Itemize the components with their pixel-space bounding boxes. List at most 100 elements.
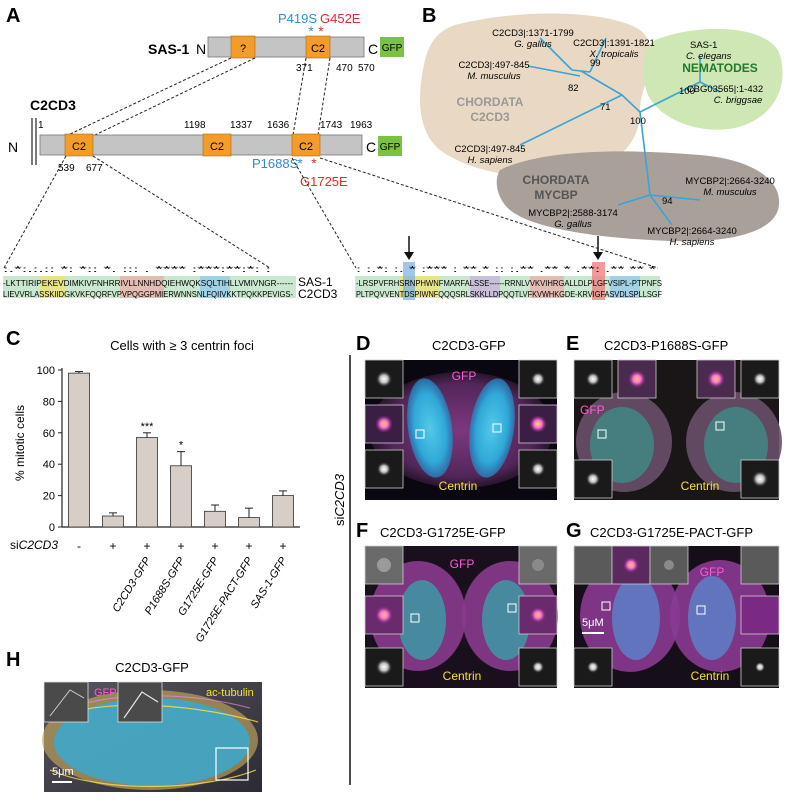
clade-label-c2cd3: C2CD3 [470,110,510,124]
panel-e-title: C2CD3-P1688S-GFP [604,338,728,353]
c2cd3-gfp-tag [378,136,402,156]
sirna-sign: + [177,539,184,553]
panel-label-b: B [422,5,436,27]
alignment-connectors [3,155,659,269]
sirna-sign: + [245,539,252,553]
panel-g-scalebar-label: 5μM [582,617,604,629]
bar [238,517,260,528]
c2cd3-mutation-p1688s: P1688S [252,156,299,171]
clade-nematodes [642,28,783,130]
sirna-side-label: siC2CD3 [332,473,347,526]
c2cd3-pos-1337: 1337 [230,120,253,131]
c2cd3-bar [39,134,363,156]
bar [68,372,90,528]
panel-h-gfp-label: GFP [94,687,117,699]
alignment-label-sas1: SAS-1 [298,275,333,289]
c2cd3-pos-677: 677 [86,163,103,174]
c2cd3-c2-label-3: C2 [299,141,313,153]
sequence-alignment: :.*:.:.:: *: *:: *. ::: . **** :***:**:*… [3,236,662,301]
panel-d-title: C2CD3-GFP [432,338,506,353]
sirna-sign: - [77,539,81,553]
leaf-xt-c2cd3-id: C2CD3|:1391-1821 [573,38,655,49]
panel-label-e: E [566,333,579,355]
c2cd3-star-red: * [311,155,317,171]
clade-label-chordata-2: CHORDATA [523,173,590,187]
alignment-right-sas1: -LRSPVFRHSRNPHWNFMARFALSSE------RRNLVVKV… [356,278,662,288]
panel-h: H C2CD3-GFP GFP ac-tubulin 5μm [6,649,262,792]
y-tick-label: 100 [37,365,55,377]
sirna-sign: + [211,539,218,553]
y-tick-label: 20 [43,491,55,503]
panel-h-title: C2CD3-GFP [115,660,189,675]
sas1-c2-domain [305,35,331,59]
panel-g: G C2CD3-G1725E-PACT-GFP GFP Centrin 5μM [566,520,780,688]
alignment-left-c2cd3: LIEVVRLASSKIIDGKVKFQQRFVPVPQGGPMIERWNNSN… [3,289,293,299]
panel-d: D C2CD3-GFP GFP Centrin [356,333,558,500]
sas1-star-red: * [318,23,324,39]
panel-c: C Cells with ≥ 3 centrin foci % mitotic … [6,328,300,645]
bar [170,465,192,528]
significance-label: *** [141,421,155,433]
panel-e: E C2CD3-P1688S-GFP GFP Centrin [566,333,782,500]
sas1-c2-label: C2 [311,43,325,55]
c2cd3-pos-1963: 1963 [350,120,373,131]
leaf-mm-mycbp-species: M. musculus [703,187,757,198]
alignment-left-conservation: :.*:.:.:: *: *:: *. ::: . **** :***:**:*… [3,264,271,274]
sas1-unknown-label: ? [240,43,246,55]
leaf-hs-mycbp-species: H. sapiens [670,237,715,248]
sirna-sign: + [143,539,150,553]
alignment-color-strips [3,276,660,298]
c2cd3-pos-539: 539 [58,163,75,174]
leaf-gg-mycbp-id: MYCBP2|:2588-3174 [528,208,618,219]
leaf-xt-c2cd3-species: X. tropicalis [588,49,638,60]
bootstrap-99: 99 [590,58,601,69]
panel-f: F C2CD3-G1725E-GFP GFP Centrin [356,520,558,688]
panel-label-h: H [6,649,20,671]
bar [102,515,124,528]
c2cd3-name: C2CD3 [30,97,76,113]
alignment-right-c2cd3: PLTPQVVENTDSPIWNFQQQSRLSKKLLDPQQTLVFKVWH… [356,289,662,299]
panel-d-centrin-label: Centrin [439,479,478,493]
sas1-mutation-g452e: G452E [320,11,361,26]
c2cd3-c2-domain-3 [291,133,321,157]
g1725e-column-highlight [592,262,605,300]
clade-label-nematodes: NEMATODES [682,61,758,75]
panel-e-gfp-label: GFP [580,403,605,417]
leaf-mm-c2cd3-id: C2CD3|:497-845 [458,60,529,71]
c2cd3-domain-diagram: C2CD3 N C2 C2 C2 C GFP 1 1198 1337 1636 … [8,97,402,189]
leaf-gg-mycbp-species: G. gallus [554,219,592,230]
c2cd3-star-blue: * [297,155,303,171]
y-tick-label: 80 [43,396,55,408]
bar [272,495,294,528]
panel-e-centrin-label: Centrin [681,479,720,493]
sas1-n-terminus: N [196,41,206,57]
sas1-mutation-p419s: P419S [278,11,317,26]
c2cd3-pos-1636: 1636 [267,120,290,131]
bootstrap-94: 94 [662,196,673,207]
panel-e-insets [573,359,780,499]
panel-d-insets [364,359,558,489]
panel-label-a: A [6,5,20,27]
panel-f-centrin-label: Centrin [443,669,482,683]
c2cd3-pos-1743: 1743 [320,120,343,131]
panel-d-gfp-label: GFP [452,369,477,383]
alignment-label-c2cd3: C2CD3 [298,287,338,301]
bootstrap-100-nematodes: 100 [679,86,695,97]
y-tick-label: 0 [49,522,55,534]
significance-label: * [179,440,184,452]
c2cd3-n-terminus: N [8,139,18,155]
phylogenetic-tree [519,37,721,226]
bootstrap-82: 82 [568,83,579,94]
panel-h-roi-box [215,747,249,781]
clade-chordata-mycbp [496,151,780,242]
c2cd3-c2-domain-1 [64,133,94,157]
panel-f-title: C2CD3-G1725E-GFP [380,525,506,540]
panel-g-gfp-label: GFP [700,565,725,579]
panel-h-scalebar-label: 5μm [52,766,74,778]
panel-label-c: C [6,328,20,350]
panel-g-centrin-label: Centrin [691,669,730,683]
leaf-hs-mycbp-id: MYCBP2|:2664-3240 [647,226,737,237]
bar [136,437,158,528]
